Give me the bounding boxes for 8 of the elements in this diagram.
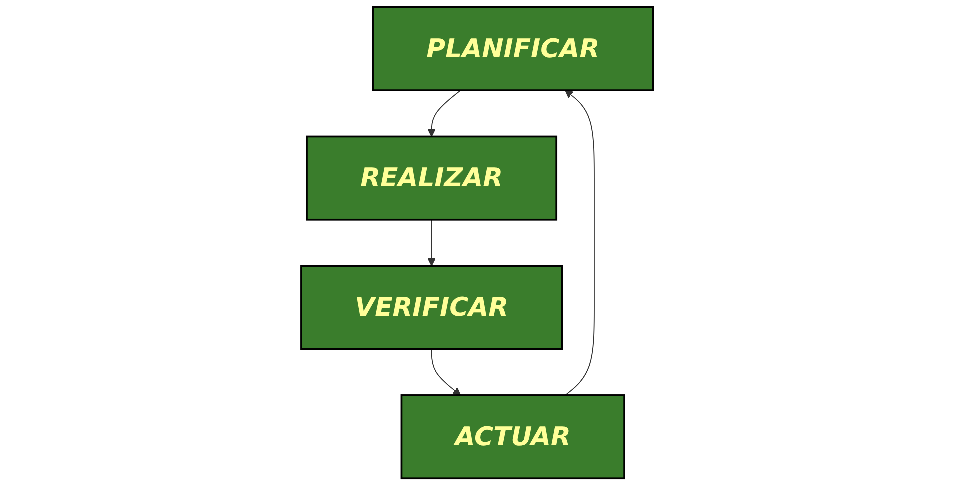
node-box (306, 136, 558, 221)
arrow (427, 90, 461, 138)
arrow (564, 90, 595, 396)
node-box (372, 6, 654, 92)
node-box (400, 394, 626, 480)
arrow (431, 348, 461, 396)
arrow (427, 219, 436, 266)
node-box (300, 265, 563, 350)
